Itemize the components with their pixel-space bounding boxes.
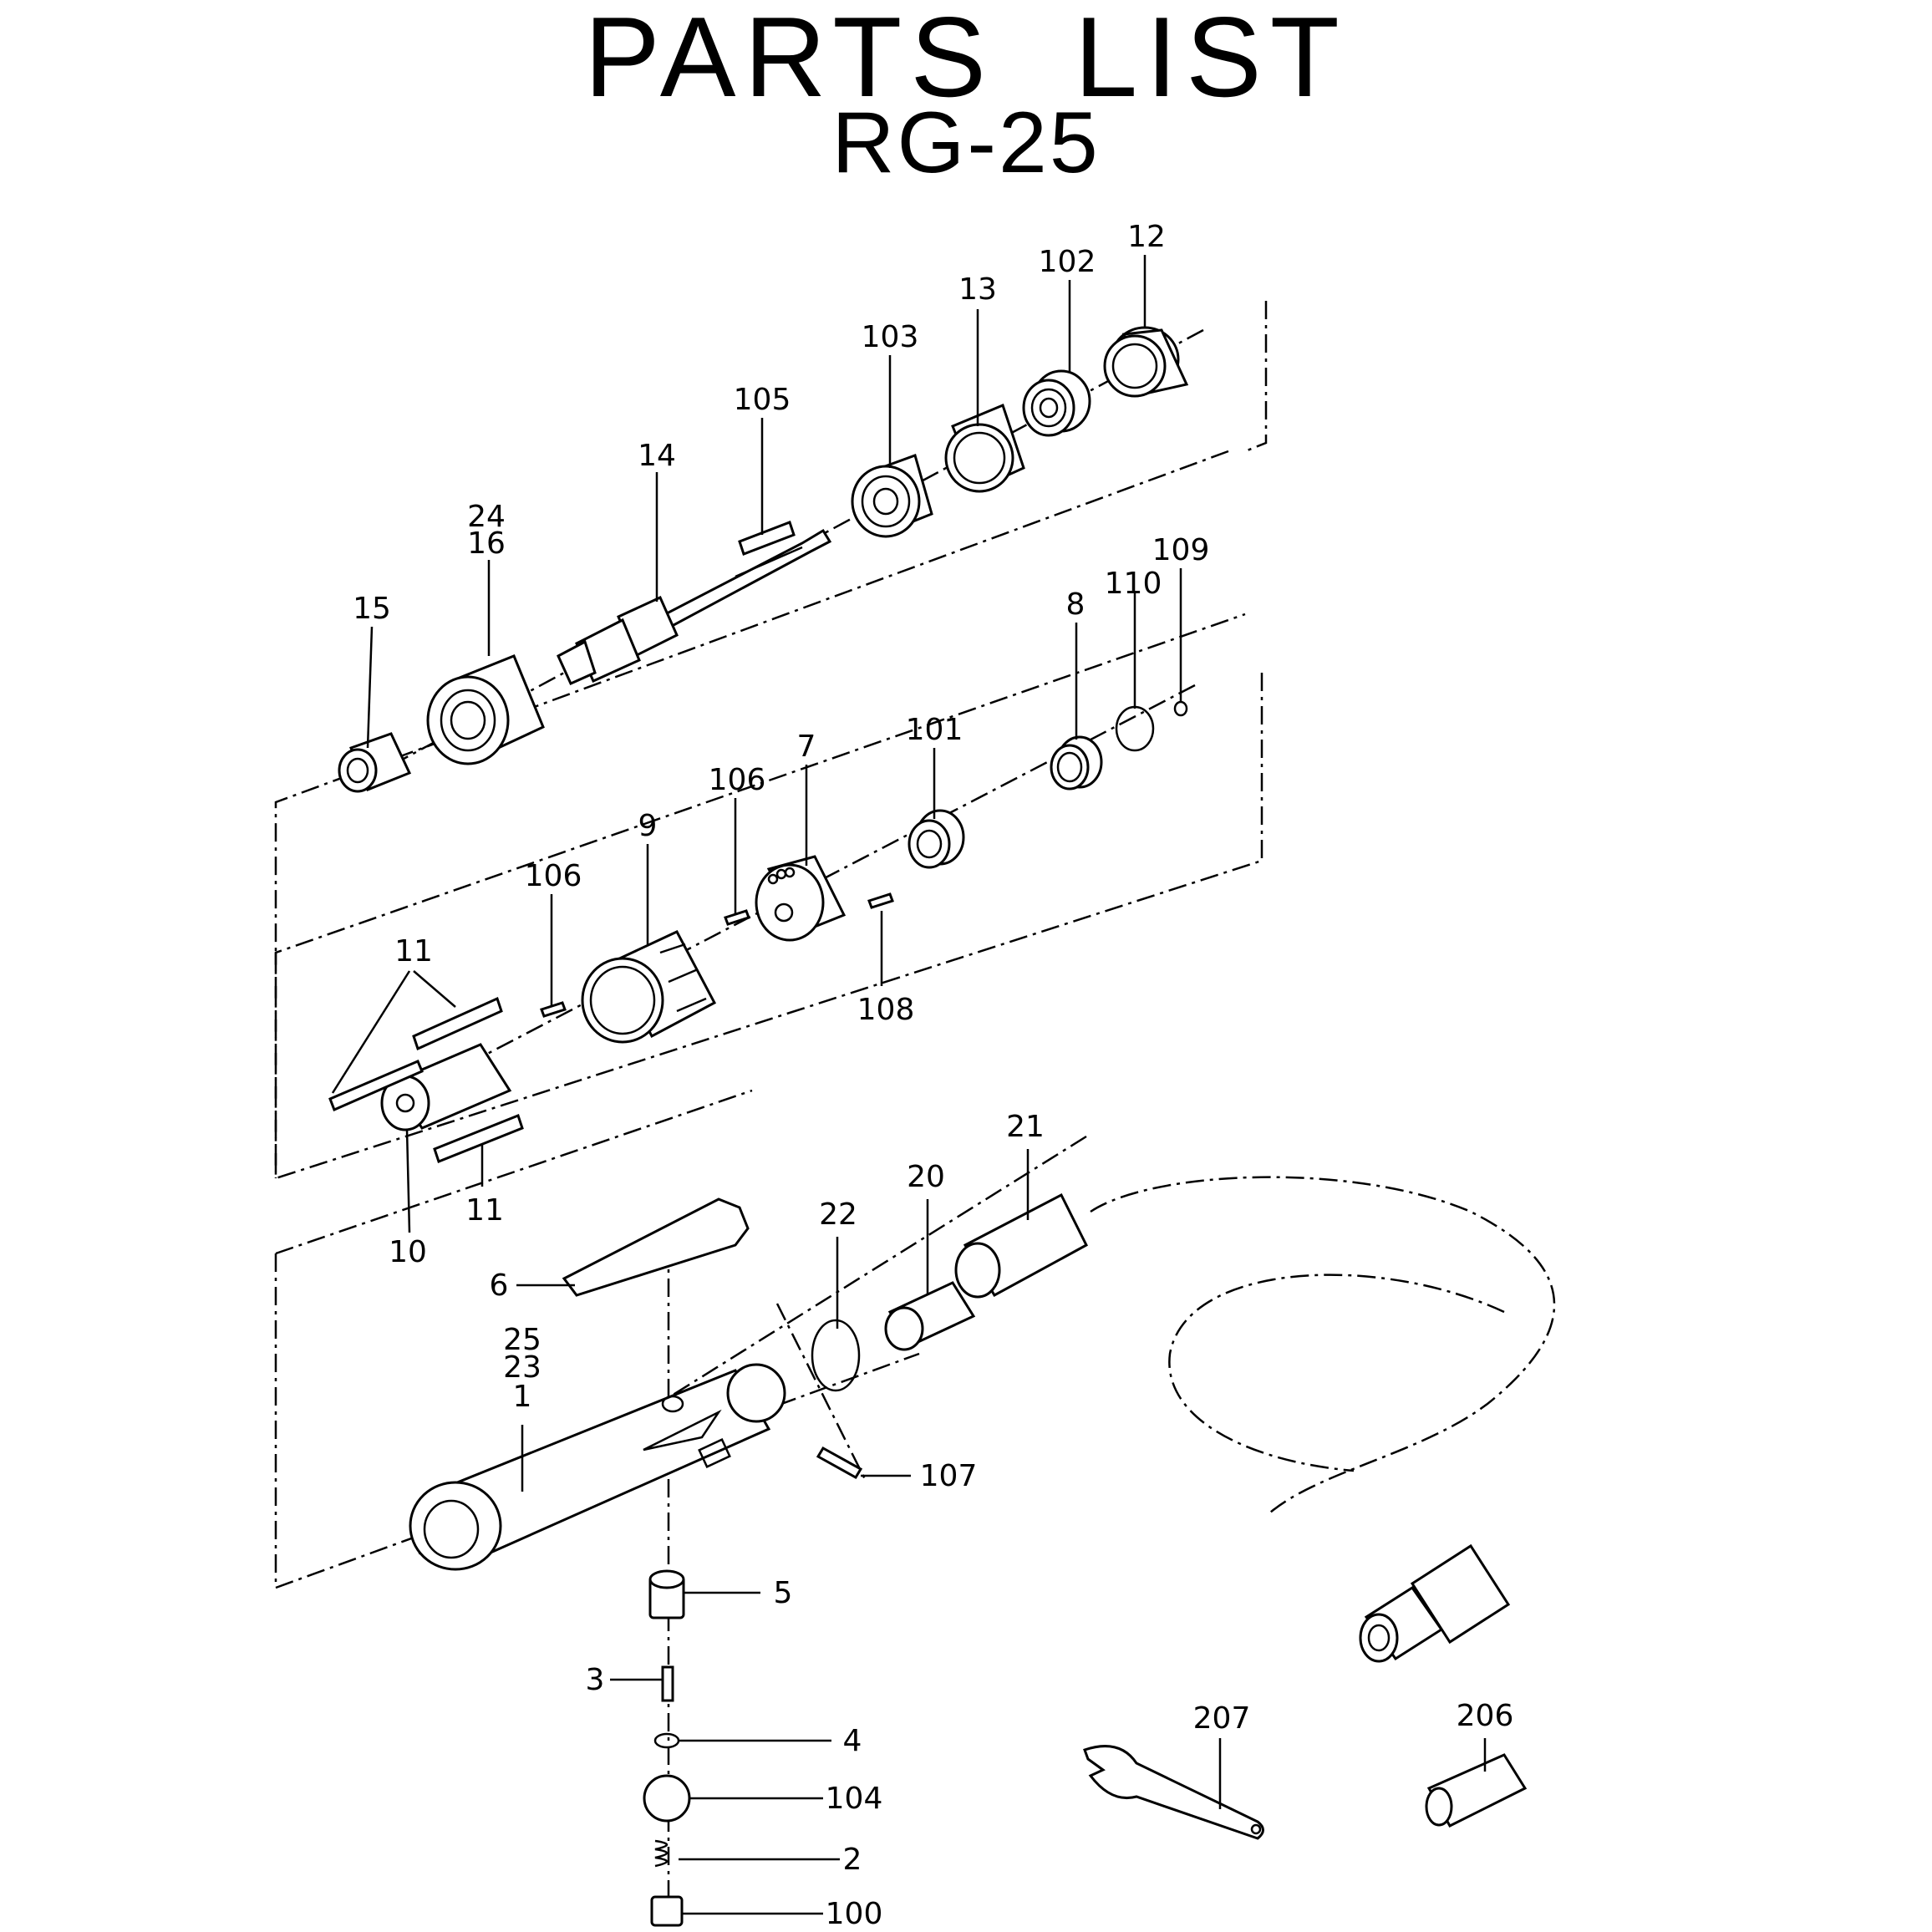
callout-109: 109 <box>1152 533 1210 567</box>
callout-104: 104 <box>826 1782 883 1816</box>
assembly-axes <box>392 328 1556 1922</box>
callout-labels: 12 102 13 103 105 14 24 16 15 8 110 109 … <box>353 220 1513 1931</box>
callout-2: 2 <box>843 1843 862 1877</box>
part-207-wrench <box>1083 1745 1264 1840</box>
part-10-rotor <box>380 1043 512 1131</box>
part-1-housing <box>409 1363 786 1571</box>
part-21-hose <box>954 1192 1088 1299</box>
part-105-key <box>738 521 796 556</box>
callout-1: 1 <box>513 1380 532 1414</box>
callout-107: 107 <box>920 1459 978 1493</box>
part-103-bearing <box>851 454 933 538</box>
part-102-bearing <box>1022 369 1091 437</box>
callout-11-lower: 11 <box>465 1193 504 1228</box>
part-13-cylinder <box>944 403 1025 493</box>
callout-16: 16 <box>467 526 506 561</box>
part-101-bearing <box>908 809 965 869</box>
callout-13: 13 <box>958 272 997 307</box>
callout-21: 21 <box>1006 1110 1045 1144</box>
leader-lines <box>331 255 1487 1915</box>
part-5-valve-bush <box>648 1569 685 1619</box>
part-104-ball <box>643 1774 691 1823</box>
callout-207: 207 <box>1193 1701 1251 1736</box>
part-108-pin <box>867 892 894 909</box>
callout-25: 25 <box>503 1323 541 1357</box>
callout-100: 100 <box>826 1897 883 1931</box>
callout-24: 24 <box>467 500 506 534</box>
part-109-ring <box>1173 700 1188 717</box>
part-20-valve <box>884 1281 976 1351</box>
part-100-plug <box>650 1895 684 1927</box>
callout-6: 6 <box>490 1269 509 1303</box>
callout-20: 20 <box>907 1160 945 1194</box>
page-title: PARTS LIST <box>584 0 1348 120</box>
part-16-collet-nut <box>426 654 545 765</box>
callout-23: 23 <box>503 1350 541 1385</box>
part-206-nipple <box>1425 1753 1528 1828</box>
part-7-rear-plate <box>755 855 847 942</box>
hose-end-fitting <box>1359 1543 1511 1663</box>
part-22-snap-ring <box>811 1319 861 1392</box>
callout-11-upper: 11 <box>394 934 433 969</box>
part-4-o-ring <box>653 1732 680 1749</box>
part-12-cylinder <box>1103 326 1189 398</box>
part-15-collet <box>338 732 412 793</box>
callout-9: 9 <box>638 809 658 843</box>
model-number: RG-25 <box>831 94 1101 191</box>
callout-15: 15 <box>353 592 391 626</box>
callout-12: 12 <box>1127 220 1166 254</box>
callout-7: 7 <box>797 730 816 764</box>
part-9-cylinder <box>581 930 717 1044</box>
part-6-lever <box>562 1197 750 1297</box>
callout-3: 3 <box>586 1663 605 1697</box>
part-14-spindle <box>557 528 832 685</box>
callout-206: 206 <box>1457 1699 1514 1733</box>
callout-22: 22 <box>819 1197 857 1232</box>
callout-101: 101 <box>906 713 963 747</box>
part-106-pin-lower <box>540 1001 567 1018</box>
callout-10: 10 <box>389 1235 427 1269</box>
part-3-valve-stem <box>661 1665 674 1702</box>
part-106-pin-upper <box>724 909 750 926</box>
part-110-o-ring <box>1115 705 1155 752</box>
callout-5: 5 <box>774 1576 793 1610</box>
part-107-pin <box>816 1446 863 1480</box>
callout-106-upper: 106 <box>709 763 766 797</box>
callout-110: 110 <box>1105 567 1162 601</box>
part-11-blades <box>328 996 524 1163</box>
callout-14: 14 <box>638 439 676 473</box>
callout-102: 102 <box>1039 245 1096 279</box>
callout-103: 103 <box>862 320 919 354</box>
callout-106-lower: 106 <box>525 859 582 893</box>
part-8-bearing <box>1050 735 1103 791</box>
callout-8: 8 <box>1066 587 1085 622</box>
callout-105: 105 <box>734 383 791 417</box>
callout-108: 108 <box>857 993 915 1027</box>
part-2-spring <box>654 1839 669 1868</box>
callout-4: 4 <box>843 1724 862 1758</box>
